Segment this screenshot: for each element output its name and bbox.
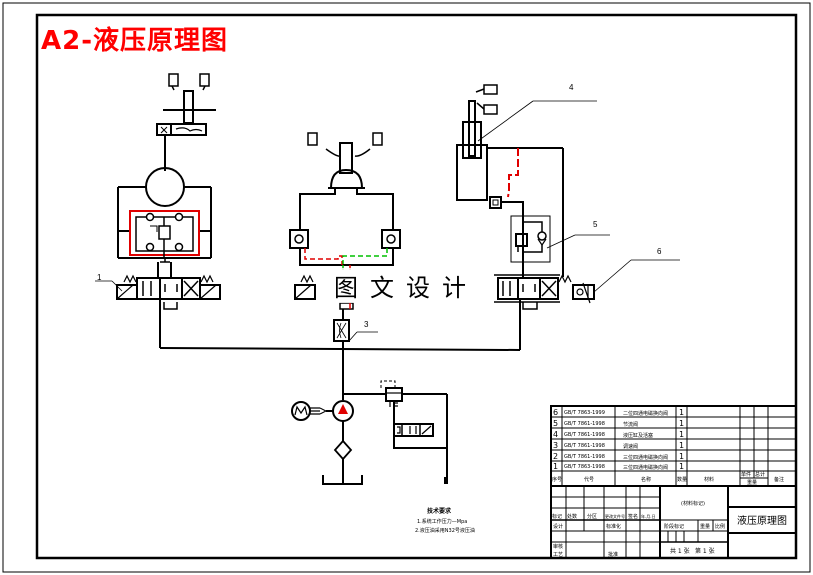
svg-text:单件: 单件 bbox=[741, 471, 751, 478]
svg-text:GB/T 7863-1998: GB/T 7863-1998 bbox=[564, 464, 605, 470]
inner-frame bbox=[35, 13, 798, 560]
material-mark: (材料标记) bbox=[681, 500, 705, 507]
svg-text:2: 2 bbox=[553, 452, 558, 461]
callout-6: 6 bbox=[657, 247, 662, 256]
svg-text:调速阀: 调速阀 bbox=[623, 443, 638, 450]
svg-text:液压缸及活塞: 液压缸及活塞 bbox=[623, 432, 653, 439]
svg-text:1: 1 bbox=[679, 408, 684, 417]
drawing-title: A2-液压原理图 bbox=[41, 26, 229, 56]
process-label: 工艺 bbox=[553, 552, 563, 558]
svg-text:4: 4 bbox=[553, 430, 558, 439]
standardize-label: 标准化 bbox=[606, 523, 621, 530]
svg-text:数量: 数量 bbox=[677, 476, 687, 483]
stage-mark-label: 阶段标记 bbox=[664, 523, 684, 530]
hydraulic-motor-circuit bbox=[117, 73, 216, 263]
review-label: 审核 bbox=[553, 543, 563, 550]
svg-text:GB/T 7861-1998: GB/T 7861-1998 bbox=[564, 432, 605, 438]
parts-row: 5 GB/T 7861-1998 节流阀 1 bbox=[553, 419, 684, 428]
callout-5: 5 bbox=[593, 220, 598, 229]
callout-3: 3 bbox=[364, 320, 369, 329]
svg-text:GB/T 7861-1998: GB/T 7861-1998 bbox=[564, 454, 605, 460]
svg-text:名称: 名称 bbox=[641, 476, 651, 483]
callout-1: 1 bbox=[97, 273, 102, 282]
callout-4: 4 bbox=[569, 83, 574, 92]
parts-row: 6 GB/T 7863-1999 二位四通电磁换向阀 1 bbox=[553, 408, 684, 417]
tech-requirement-line: 1.系统工作压力—Mpa bbox=[417, 518, 467, 525]
parts-row: 4 GB/T 7861-1998 液压缸及活塞 1 bbox=[553, 430, 684, 439]
directional-valve-1 bbox=[116, 262, 221, 348]
svg-text:节流阀: 节流阀 bbox=[623, 421, 638, 428]
svg-text:3: 3 bbox=[553, 441, 558, 450]
revision-headers: 标记 处数 分区 更改文件号 签名 年.月.日 bbox=[552, 513, 656, 520]
directional-valve-right bbox=[494, 274, 595, 350]
tech-requirements-heading: 技术要求 bbox=[427, 507, 452, 515]
scale-label: 比例 bbox=[715, 523, 725, 530]
parts-row: 1 GB/T 7863-1998 三位四通电磁换向阀 1 bbox=[553, 462, 684, 471]
svg-text:三位四通电磁换向阀: 三位四通电磁换向阀 bbox=[623, 454, 668, 461]
svg-text:二位四通电磁换向阀: 二位四通电磁换向阀 bbox=[623, 410, 668, 417]
svg-text:三位四通电磁换向阀: 三位四通电磁换向阀 bbox=[623, 464, 668, 471]
watermark: 图文设计 bbox=[330, 268, 482, 303]
svg-text:材料: 材料 bbox=[704, 476, 714, 483]
svg-text:总计: 总计 bbox=[755, 471, 765, 478]
sheet-count: 共 1 张 bbox=[670, 547, 690, 555]
svg-text:1: 1 bbox=[679, 430, 684, 439]
title-block-grid bbox=[550, 485, 797, 559]
svg-text:重量: 重量 bbox=[747, 479, 757, 486]
svg-text:1: 1 bbox=[553, 462, 558, 471]
design-label: 设计 bbox=[553, 523, 563, 530]
svg-text:分区: 分区 bbox=[587, 513, 597, 520]
svg-text:标记: 标记 bbox=[552, 513, 562, 520]
svg-text:签名: 签名 bbox=[628, 513, 638, 520]
directional-valve-2 bbox=[294, 274, 354, 310]
svg-text:5: 5 bbox=[553, 419, 558, 428]
svg-text:备注: 备注 bbox=[774, 476, 784, 483]
svg-text:年.月.日: 年.月.日 bbox=[641, 513, 656, 519]
rotary-actuator-circuit bbox=[289, 132, 401, 266]
svg-text:序号: 序号 bbox=[552, 476, 562, 483]
svg-text:1: 1 bbox=[679, 419, 684, 428]
svg-text:6: 6 bbox=[553, 408, 558, 417]
svg-text:1: 1 bbox=[679, 441, 684, 450]
svg-text:1: 1 bbox=[679, 452, 684, 461]
tech-requirement-line: 2.液压油采用N32号液压油 bbox=[415, 527, 475, 534]
svg-text:处数: 处数 bbox=[567, 513, 577, 520]
hydraulic-cylinder-circuit bbox=[456, 84, 564, 277]
svg-text:GB/T 7861-1998: GB/T 7861-1998 bbox=[564, 421, 605, 427]
weight-label: 重量 bbox=[700, 523, 710, 530]
pump-unit bbox=[291, 380, 448, 485]
drawing-name: 液压原理图 bbox=[737, 514, 787, 527]
flow-control-valve-3 bbox=[333, 309, 350, 400]
svg-text:代号: 代号 bbox=[584, 476, 594, 483]
svg-text:GB/T 7863-1999: GB/T 7863-1999 bbox=[564, 410, 605, 416]
parts-row: 2 GB/T 7861-1998 三位四通电磁换向阀 1 bbox=[553, 452, 684, 461]
approve-label: 批准 bbox=[608, 551, 618, 558]
sheet-number: 第 1 张 bbox=[695, 547, 715, 555]
parts-header-row: 序号 代号 名称 数量 材料 单件 总计 重量 备注 bbox=[552, 471, 784, 486]
parts-row: 3 GB/T 7861-1998 调速阀 1 bbox=[553, 441, 684, 450]
svg-text:更改文件号: 更改文件号 bbox=[605, 513, 625, 519]
svg-text:GB/T 7861-1998: GB/T 7861-1998 bbox=[564, 443, 605, 449]
svg-text:1: 1 bbox=[679, 462, 684, 471]
